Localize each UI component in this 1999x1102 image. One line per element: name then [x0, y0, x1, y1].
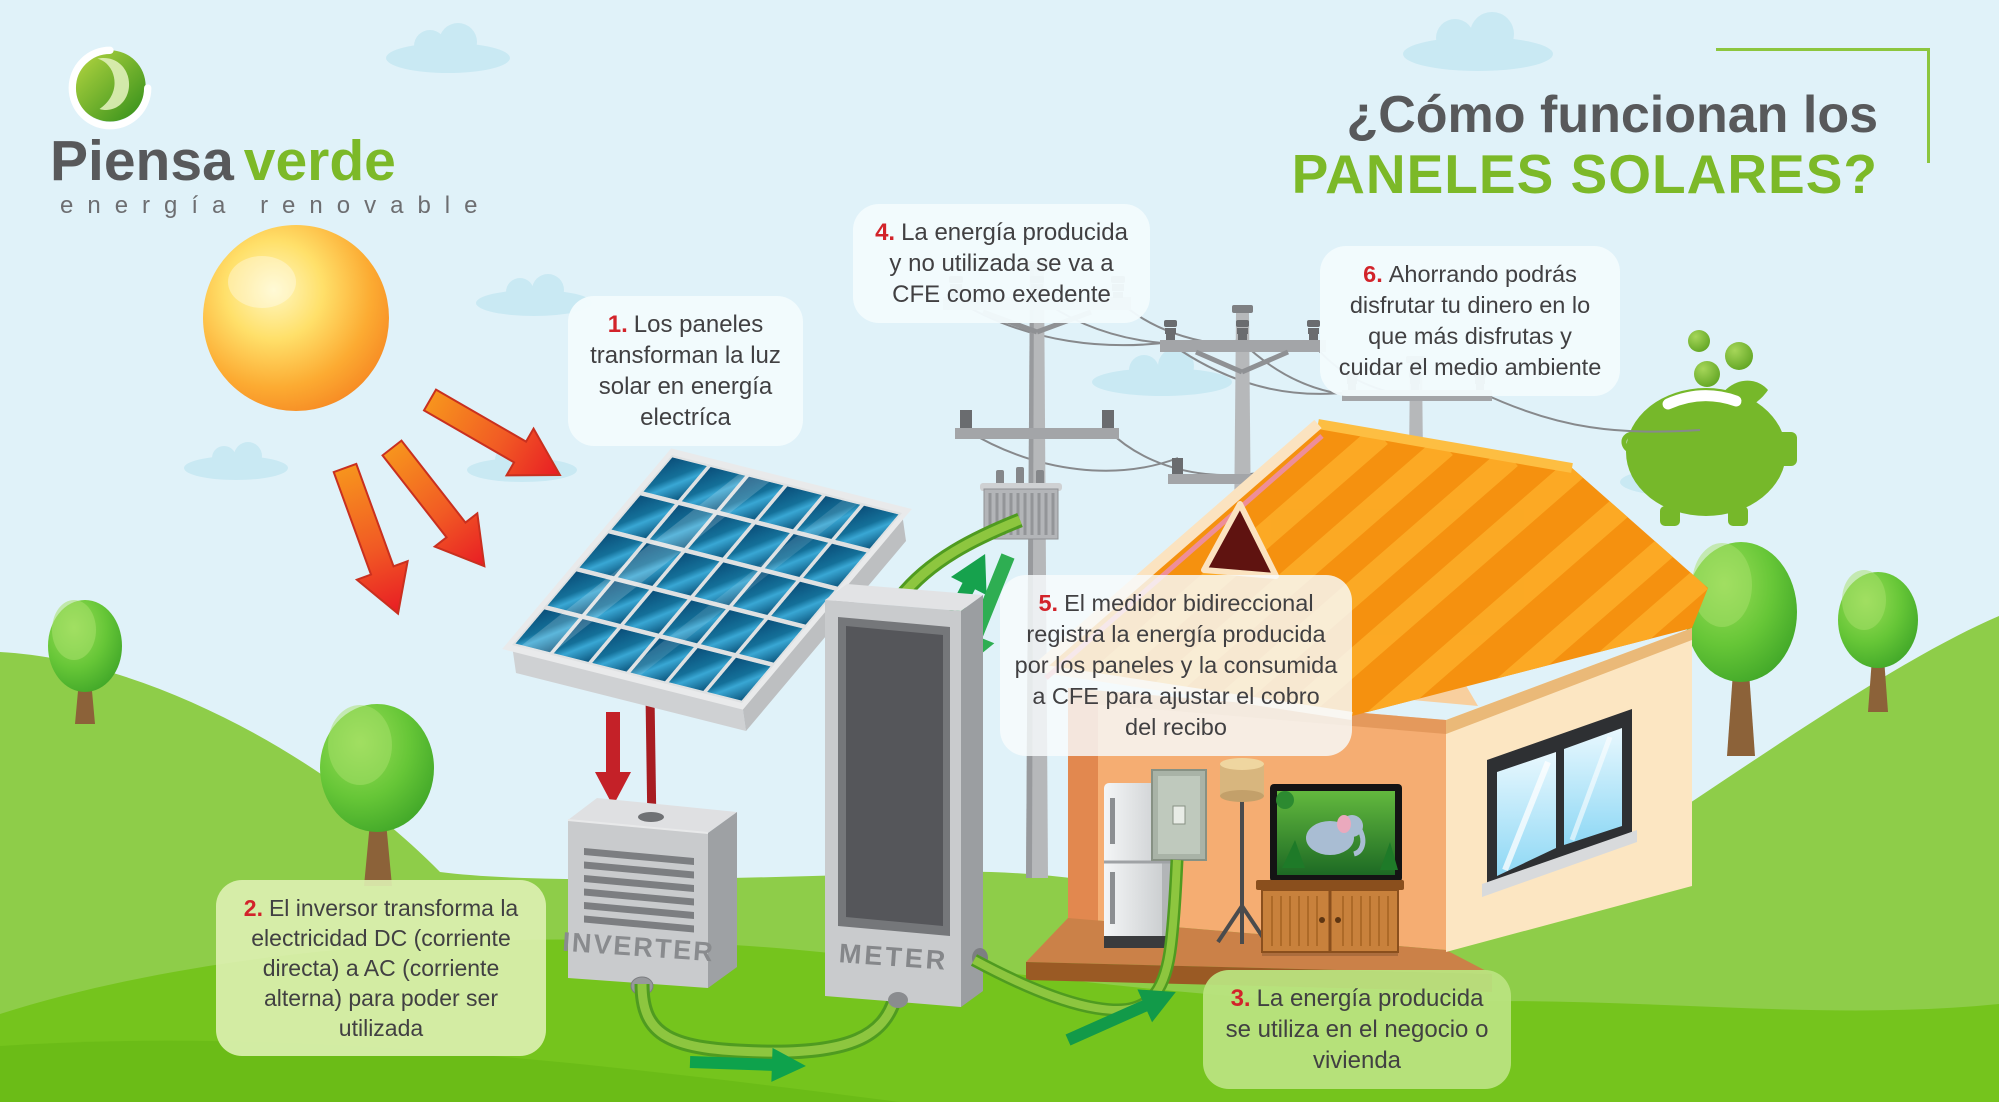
step-number: 6.: [1363, 261, 1383, 287]
step-text: Ahorrando podrás disfrutar tu dinero en …: [1338, 261, 1602, 380]
flow-up-right-arrow-icon: [1065, 989, 1176, 1046]
attic-vent: [1201, 501, 1279, 579]
inverter-vents: [584, 848, 694, 933]
coin-icon: [1688, 330, 1710, 352]
cloud-icon: [386, 23, 510, 73]
cloud-icon: [1403, 12, 1553, 71]
step-callout-5: 5.El medidor bidireccional registra la e…: [1000, 575, 1352, 756]
window-icon: [1482, 709, 1637, 897]
step-text: La energía producida se utiliza en el ne…: [1225, 985, 1489, 1074]
cloud-icon: [476, 274, 592, 316]
sun-icon: [203, 225, 389, 411]
step-number: 5.: [1038, 590, 1059, 616]
brand-name-primary: Piensa: [50, 129, 234, 193]
step-callout-1: 1.Los paneles transforman la luz solar e…: [568, 296, 803, 446]
step-text: El medidor bidireccional registra la ene…: [1014, 590, 1338, 740]
corner-bracket-decoration: [1716, 48, 1930, 163]
brand-logo-icon: [68, 46, 152, 130]
page-title: ¿Cómo funcionan los PANELES SOLARES?: [1292, 86, 1878, 206]
step-number: 2.: [243, 895, 263, 921]
dc-arrow-icon: [595, 712, 631, 806]
lamp-icon: [1216, 758, 1268, 944]
brand-tagline: energía renovable: [60, 192, 492, 219]
inverter-icon: INVERTER: [562, 798, 737, 996]
step-text: La energía producida y no utilizada se v…: [889, 219, 1128, 308]
coin-icon: [1725, 342, 1753, 370]
step-callout-4: 4.La energía producida y no utilizada se…: [853, 204, 1150, 323]
page-title-line2: PANELES SOLARES?: [1291, 143, 1878, 206]
brand-name-secondary: verde: [243, 129, 396, 193]
step-number: 3.: [1230, 985, 1251, 1012]
sun-ray-arrow-icon: [332, 462, 409, 616]
step-text: Los paneles transforman la luz solar en …: [590, 311, 781, 431]
cloud-icon: [184, 442, 288, 480]
step-callout-2: 2.El inversor transforma la electricidad…: [216, 880, 546, 1056]
breaker-box-icon: [1151, 769, 1207, 861]
meter-icon: METER: [825, 584, 988, 1008]
house-feed-cable: [970, 859, 1184, 1046]
sun-ray-arrow-icon: [381, 439, 486, 568]
tree-icon: [1838, 570, 1918, 712]
piggy-bank-icon: [1621, 330, 1797, 526]
sun-ray-arrow-icon: [422, 388, 562, 477]
tree-icon: [1685, 542, 1797, 756]
tree-icon: [320, 704, 434, 886]
step-text: El inversor transforma la electricidad D…: [251, 895, 519, 1041]
solar-panel-icon: [502, 448, 912, 731]
step-callout-6: 6.Ahorrando podrás disfrutar tu dinero e…: [1320, 246, 1620, 396]
flow-right-arrow-icon: [689, 1047, 806, 1082]
cabinet-icon: [1256, 880, 1404, 956]
coin-icon: [1694, 361, 1720, 387]
trees: [48, 542, 1918, 886]
page-title-line1: ¿Cómo funcionan los: [1346, 86, 1878, 144]
step-callout-3: 3.La energía producida se utiliza en el …: [1203, 970, 1511, 1089]
step-number: 1.: [607, 311, 628, 338]
step-number: 4.: [875, 219, 896, 246]
ac-cable: [634, 983, 903, 1082]
sun-rays: [332, 388, 562, 616]
hill-shade: [0, 1040, 900, 1102]
tree-icon: [48, 600, 122, 724]
cloud-icon: [1092, 348, 1232, 396]
tv-icon: [1270, 784, 1402, 882]
